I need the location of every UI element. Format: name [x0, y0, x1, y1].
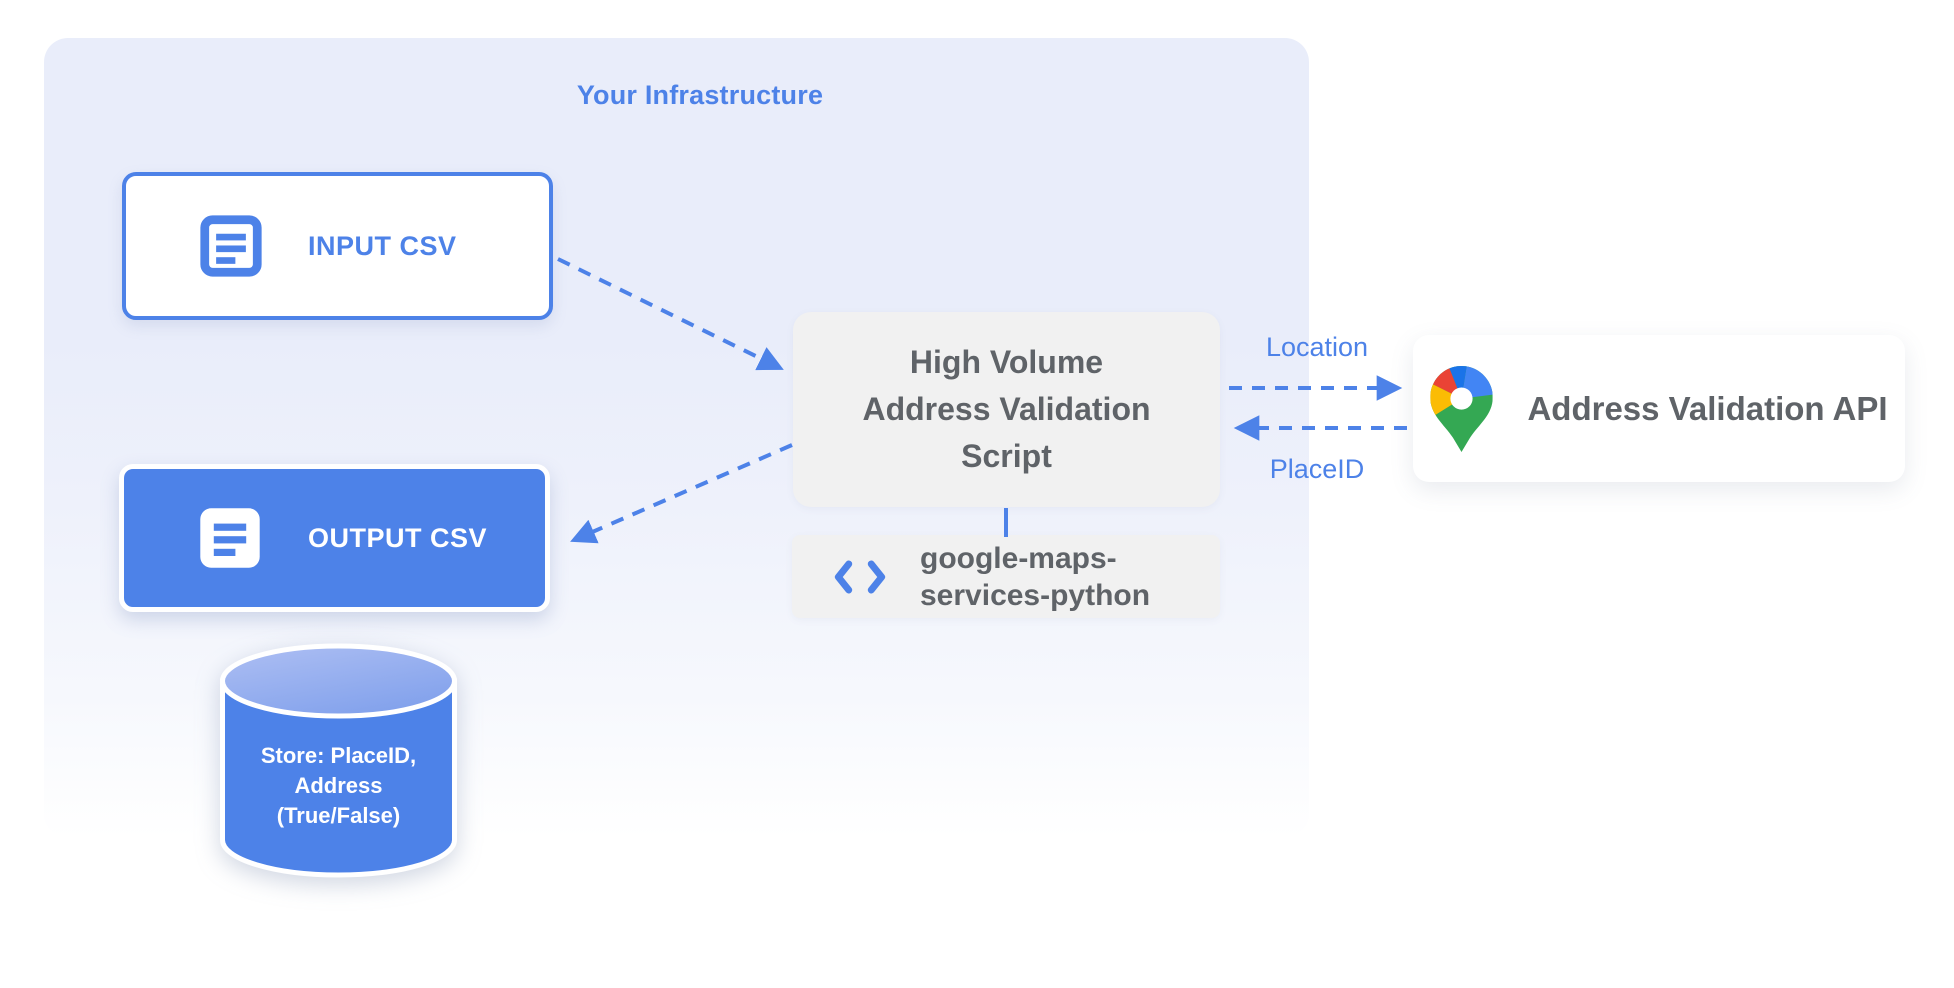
- library-label-line: services-python: [920, 578, 1151, 612]
- document-lines-icon: [200, 508, 260, 568]
- script-label-line: Script: [961, 438, 1052, 474]
- output-csv-label: OUTPUT CSV: [308, 522, 488, 553]
- google-maps-pin-icon: [1430, 365, 1494, 452]
- code-brackets-icon: [834, 560, 886, 593]
- library-label-line: google-maps-: [920, 541, 1117, 575]
- infrastructure-title: Your Infrastructure: [576, 80, 824, 110]
- api-label: Address Validation API: [1527, 389, 1888, 427]
- node-address-validation-api: Address Validation API: [1413, 335, 1905, 482]
- node-output-csv: OUTPUT CSV: [119, 464, 550, 612]
- datastore-label: Store: PlaceID, Address (True/False): [215, 741, 462, 831]
- datastore-label-line: Store: PlaceID,: [260, 743, 417, 768]
- edge-label-placeid: PlaceID: [1269, 454, 1365, 484]
- script-label-line: Address Validation: [862, 391, 1151, 427]
- node-validation-script: High Volume Address Validation Script: [793, 312, 1220, 507]
- script-label-line: High Volume: [909, 344, 1104, 380]
- edge-label-location: Location: [1265, 332, 1369, 362]
- node-input-csv: INPUT CSV: [122, 172, 553, 320]
- datastore-label-line: Address: [294, 773, 383, 798]
- datastore-label-line: (True/False): [276, 803, 401, 828]
- input-csv-label: INPUT CSV: [308, 230, 457, 261]
- node-library: google-maps- services-python: [792, 535, 1220, 618]
- document-lines-icon: [200, 215, 262, 277]
- datastore-cylinder: [220, 643, 457, 878]
- library-label: google-maps- services-python: [920, 540, 1150, 614]
